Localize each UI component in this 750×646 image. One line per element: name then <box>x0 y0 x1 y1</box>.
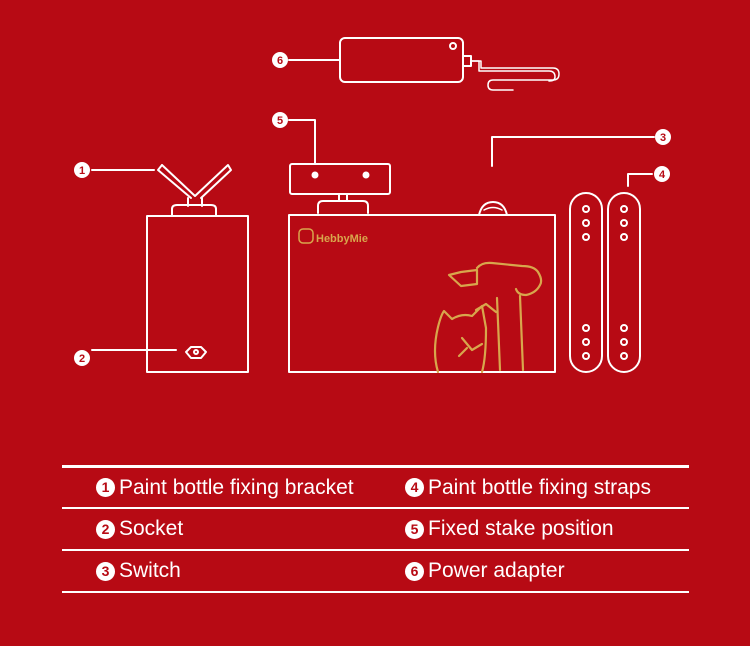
callout-3: 3 <box>655 129 671 145</box>
legend-row: 1 Paint bottle fixing bracket 4 Paint bo… <box>62 465 689 507</box>
bracket-unit <box>146 164 249 373</box>
callout-5: 5 <box>272 112 288 128</box>
legend-label: Switch <box>119 559 181 582</box>
leader-4 <box>627 173 653 187</box>
legend-label: Paint bottle fixing bracket <box>119 475 354 499</box>
legend-number-badge: 6 <box>405 561 424 581</box>
legend-item-straps: 4 Paint bottle fixing straps <box>405 476 651 500</box>
legend-number-badge: 5 <box>405 519 424 539</box>
svg-text:5: 5 <box>277 115 283 127</box>
svg-text:1: 1 <box>79 165 85 177</box>
legend-label: Socket <box>119 517 184 540</box>
legend-number-badge: 1 <box>96 478 115 497</box>
power-adapter <box>339 37 560 91</box>
svg-text:4: 4 <box>659 169 666 181</box>
product-components-diagram: HebbyMie 6 5 <box>74 37 671 374</box>
svg-text:2: 2 <box>79 353 85 365</box>
legend-label: Paint bottle fixing straps <box>428 475 651 499</box>
switch-icon <box>478 201 508 216</box>
legend-item-socket: 2 Socket <box>62 517 405 541</box>
legend-number-badge: 3 <box>96 561 115 581</box>
legend-row: 2 Socket 5 Fixed stake position <box>62 507 689 549</box>
component-legend: 1 Paint bottle fixing bracket 4 Paint bo… <box>62 465 689 593</box>
socket-icon <box>185 346 207 359</box>
hebbymie-logo: HebbyMie <box>298 228 368 245</box>
legend-item-stake: 5 Fixed stake position <box>405 517 614 541</box>
legend-item-switch: 3 Switch <box>62 559 405 583</box>
svg-text:3: 3 <box>660 132 666 144</box>
leader-3 <box>491 136 655 167</box>
main-unit: HebbyMie <box>288 201 556 374</box>
fixing-strap-left <box>569 192 603 373</box>
legend-number-badge: 2 <box>96 519 115 539</box>
legend-item-power-adapter: 6 Power adapter <box>405 559 565 583</box>
svg-text:6: 6 <box>277 55 283 67</box>
fixing-strap-right <box>607 192 641 373</box>
legend-number-badge: 4 <box>405 478 424 497</box>
fixed-stake <box>289 163 391 214</box>
brand-mascot-illustration <box>433 261 543 374</box>
callout-1: 1 <box>74 162 90 178</box>
callout-4: 4 <box>654 166 670 182</box>
leader-5 <box>288 119 316 165</box>
legend-label: Fixed stake position <box>428 517 614 540</box>
callout-2: 2 <box>74 350 90 366</box>
callout-6: 6 <box>272 52 288 68</box>
legend-row: 3 Switch 6 Power adapter <box>62 549 689 593</box>
legend-item-bracket: 1 Paint bottle fixing bracket <box>62 476 405 500</box>
brand-logo-text: HebbyMie <box>316 233 368 245</box>
legend-label: Power adapter <box>428 559 565 582</box>
